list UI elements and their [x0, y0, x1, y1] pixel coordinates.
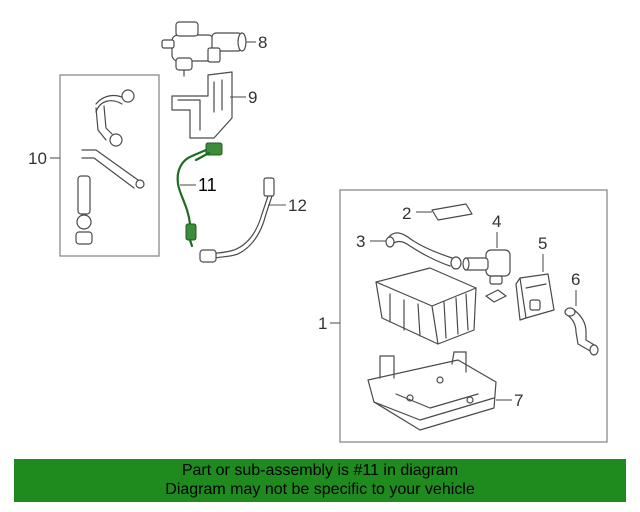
part-8-purge-valve[interactable]: [161, 21, 247, 77]
callout-10: 10: [28, 149, 47, 168]
callout-1: 1: [318, 314, 327, 333]
part-2-label[interactable]: [431, 203, 473, 221]
callout-12: 12: [288, 196, 307, 215]
callout-8: 8: [258, 33, 267, 52]
part-7-tray[interactable]: [367, 351, 497, 431]
part-9-bracket[interactable]: [171, 71, 233, 139]
group-box-1: [339, 189, 608, 443]
part-12-oxygen-sensor[interactable]: [199, 177, 275, 263]
part-4-valve[interactable]: [462, 249, 511, 285]
callout-4: 4: [492, 212, 501, 231]
part-11-oxygen-sensor[interactable]: [176, 142, 223, 248]
part-10-hose-set[interactable]: [75, 89, 145, 245]
part-5-filter[interactable]: [515, 273, 555, 321]
callout-2: 2: [402, 204, 411, 223]
callout-7: 7: [514, 391, 523, 410]
callout-5: 5: [538, 234, 547, 253]
callout-9: 9: [248, 88, 257, 107]
banner-line-2: Diagram may not be specific to your vehi…: [165, 481, 475, 498]
info-banner: Part or sub-assembly is #11 in diagram D…: [14, 459, 626, 502]
part-1-canister[interactable]: [375, 267, 507, 345]
banner-line-1: Part or sub-assembly is #11 in diagram: [181, 462, 459, 479]
part-3-hose[interactable]: [385, 232, 462, 270]
callout-11: 11: [198, 175, 217, 195]
group-box-10: [59, 74, 160, 257]
part-6-hose[interactable]: [564, 307, 599, 356]
callout-3: 3: [356, 232, 365, 251]
callout-6: 6: [571, 270, 580, 289]
